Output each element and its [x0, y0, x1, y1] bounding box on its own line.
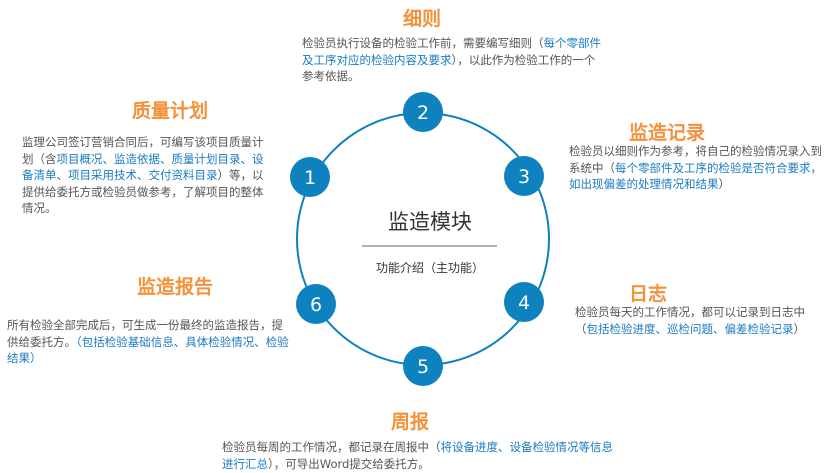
text: ），可导出Word提交给委托方。	[268, 456, 430, 471]
center-title: 监造模块	[388, 210, 472, 234]
highlight-text: 将设备进度、设备检验情况等信息进行汇总	[222, 440, 613, 471]
text: ）	[718, 177, 731, 191]
text: ），以此作为检验工作的一个参考依据。	[302, 52, 596, 84]
text: 检验员每天的工作情况，都可以记录到日志中（	[575, 305, 805, 336]
section-title-daily-log: 日志	[628, 283, 667, 305]
step-node-5	[403, 346, 443, 386]
text: 所有检验全部完成后，可生成一份最终的监造报告，提供给委托方。	[7, 318, 283, 349]
text: ）	[793, 321, 806, 336]
text: 检验员每周的工作情况，都记录在周报中（	[222, 440, 441, 454]
section-text-daily-log: 检验员每天的工作情况，都可以记录到日志中（包括检验进度、巡检问题、偏差检验记录）	[575, 304, 807, 337]
text: 检验员执行设备的检验工作前，需要编写细则（	[302, 36, 544, 50]
step-node-1	[290, 157, 330, 197]
section-title-supervision-record: 监造记录	[628, 122, 705, 144]
step-node-3	[504, 156, 544, 196]
section-title-final-report: 监造报告	[136, 276, 213, 298]
section-text-quality-plan: 监理公司签订营销合同后，可编写该项目质量计划（含项目概况、监造依据、质量计划目录…	[22, 134, 267, 217]
text: ）等，以提供给委托方或检验员做参考，了解项目的整体情况。	[22, 168, 264, 215]
step-node-6	[296, 284, 336, 324]
section-text-rules: 检验员执行设备的检验工作前，需要编写细则（每个零部件及工序对应的检验内容及要求）…	[302, 35, 602, 85]
highlight-text: 包括检验进度、巡检问题、偏差检验记录	[586, 321, 794, 336]
center-subtitle: 功能介绍（主功能）	[375, 261, 484, 275]
highlight-text: 每个零部件及工序的检验是否符合要求，如出现偏差的处理情况和结果	[569, 160, 822, 192]
text: 检验员以细则作为参考，将自己的检验情况录入到系统中（	[569, 144, 822, 175]
step-number: 1	[304, 167, 316, 189]
highlight-text: （包括检验基础信息、具体检验情况、检验结果）	[7, 334, 289, 366]
step-number: 3	[518, 166, 530, 188]
highlight-text: 项目概况、监造依据、质量计划目录、设备清单、项目采用技术、交付资料目录	[22, 151, 264, 183]
step-node-4	[504, 282, 544, 322]
section-text-final-report: 所有检验全部完成后，可生成一份最终的监造报告，提供给委托方。（包括检验基础信息、…	[7, 317, 292, 367]
step-node-2	[403, 92, 443, 132]
step-number: 4	[518, 292, 530, 314]
step-number: 6	[310, 294, 322, 316]
section-text-weekly-report: 检验员每周的工作情况，都记录在周报中（将设备进度、设备检验情况等信息进行汇总），…	[222, 439, 622, 472]
step-number: 5	[417, 356, 429, 378]
highlight-text: 每个零部件及工序对应的检验内容及要求	[302, 36, 601, 67]
section-text-supervision-record: 检验员以细则作为参考，将自己的检验情况录入到系统中（每个零部件及工序的检验是否符…	[569, 143, 824, 193]
step-number: 2	[417, 102, 429, 124]
section-title-rules: 细则	[402, 8, 441, 30]
section-title-weekly-report: 周报	[390, 411, 429, 433]
section-title-quality-plan: 质量计划	[131, 100, 208, 122]
text: 监理公司签订营销合同后，可编写该项目质量计划（含	[22, 135, 264, 166]
cycle-ring	[296, 112, 550, 366]
